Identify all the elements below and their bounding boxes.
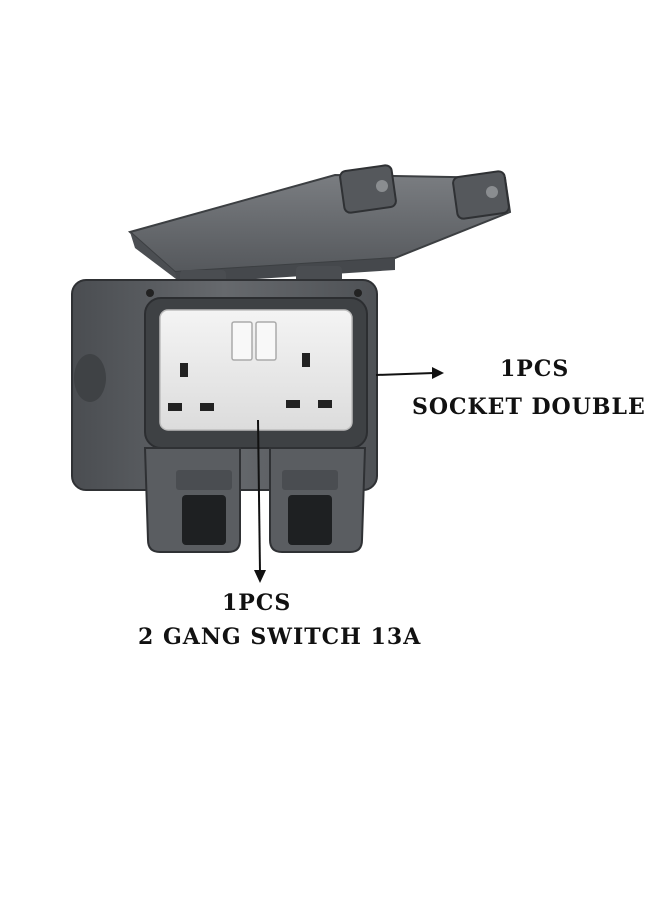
socket-quantity-label: 1PCS bbox=[500, 356, 570, 382]
switch-quantity-label: 1PCS bbox=[222, 590, 292, 616]
switch-name-label: 2 GANG SWITCH 13A bbox=[138, 624, 422, 650]
switch-callout-arrow bbox=[254, 419, 266, 583]
socket-callout-arrow bbox=[375, 367, 444, 379]
hinged-lid bbox=[127, 164, 512, 296]
socket-name-label: SOCKET DOUBLE bbox=[412, 394, 646, 420]
socket-faceplate bbox=[159, 309, 353, 431]
